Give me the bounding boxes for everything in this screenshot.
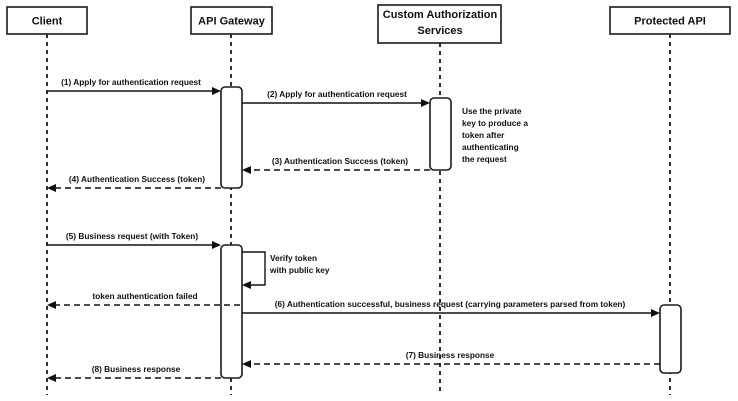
message-token-auth-failed-label: token authentication failed	[92, 291, 197, 301]
participant-protected-api-label: Protected API	[634, 15, 706, 27]
participant-api-gateway-box[interactable]	[190, 6, 273, 35]
note-private-key-line-1: Use the private	[462, 106, 522, 116]
note-private-key-line-4: authenticating	[462, 142, 519, 152]
message-3[interactable]: (3) Authentication Success (token)	[242, 156, 430, 174]
message-1-label: (1) Apply for authentication request	[61, 77, 201, 87]
message-6[interactable]: (6) Authentication successful, business …	[242, 299, 660, 317]
message-token-authentication-failed[interactable]: token authentication failed	[47, 291, 240, 309]
note-private-key-line-2: key to produce a	[462, 118, 528, 128]
message-8-arrowhead-icon	[47, 374, 56, 382]
message-7[interactable]: (7) Business response	[242, 350, 660, 368]
message-token-auth-failed-arrowhead-icon	[47, 301, 56, 309]
self-message-verify-token-line	[242, 251, 266, 286]
message-3-label: (3) Authentication Success (token)	[272, 156, 408, 166]
note-private-key: Use the private key to produce a token a…	[462, 106, 528, 164]
note-verify-token-line-2: with public key	[269, 265, 330, 275]
message-2[interactable]: (2) Apply for authentication request	[242, 89, 430, 107]
note-verify-token-line-1: Verify token	[270, 253, 317, 263]
message-4-label: (4) Authentication Success (token)	[69, 174, 205, 184]
message-5[interactable]: (5) Business request (with Token)	[47, 231, 221, 249]
participant-client-box[interactable]	[6, 6, 88, 35]
message-4-arrowhead-icon	[47, 184, 56, 192]
message-6-arrowhead-icon	[651, 309, 660, 317]
message-5-label: (5) Business request (with Token)	[66, 231, 198, 241]
participant-custom-auth-box[interactable]	[377, 4, 502, 44]
note-private-key-line-3: token after	[462, 130, 505, 140]
participant-api-gateway-label: API Gateway	[198, 15, 266, 27]
message-2-label: (2) Apply for authentication request	[267, 89, 407, 99]
message-3-arrowhead-icon	[242, 166, 251, 174]
message-1[interactable]: (1) Apply for authentication request	[47, 77, 221, 95]
participant-custom-auth-label-line1: Custom Authorization	[383, 9, 498, 21]
message-8[interactable]: (8) Business response	[47, 364, 221, 382]
activation-api-gateway-auth[interactable]	[220, 86, 243, 189]
activation-custom-auth[interactable]	[429, 97, 452, 171]
participant-api-gateway[interactable]: API Gateway	[190, 6, 273, 35]
message-7-arrowhead-icon	[242, 360, 251, 368]
participant-protected-api[interactable]: Protected API	[609, 6, 731, 35]
participant-custom-auth-label-line2: Services	[417, 25, 462, 37]
participant-client-label: Client	[32, 15, 63, 27]
note-private-key-line-5: the request	[462, 154, 507, 164]
participant-protected-api-box[interactable]	[609, 6, 731, 35]
activation-api-gateway-business[interactable]	[220, 244, 243, 379]
self-message-verify-token[interactable]: Verify token with public key	[242, 251, 330, 289]
participant-client[interactable]: Client	[6, 6, 88, 35]
message-5-arrowhead-icon	[212, 241, 221, 249]
message-1-arrowhead-icon	[212, 87, 221, 95]
participant-custom-auth[interactable]: Custom Authorization Services	[377, 4, 502, 44]
message-2-arrowhead-icon	[421, 99, 430, 107]
message-6-label: (6) Authentication successful, business …	[275, 299, 626, 309]
message-4[interactable]: (4) Authentication Success (token)	[47, 174, 221, 192]
activation-bars	[220, 86, 682, 379]
self-message-verify-token-arrowhead-icon	[242, 281, 251, 289]
message-8-label: (8) Business response	[92, 364, 181, 374]
activation-protected-api[interactable]	[659, 304, 682, 374]
message-7-label: (7) Business response	[406, 350, 495, 360]
